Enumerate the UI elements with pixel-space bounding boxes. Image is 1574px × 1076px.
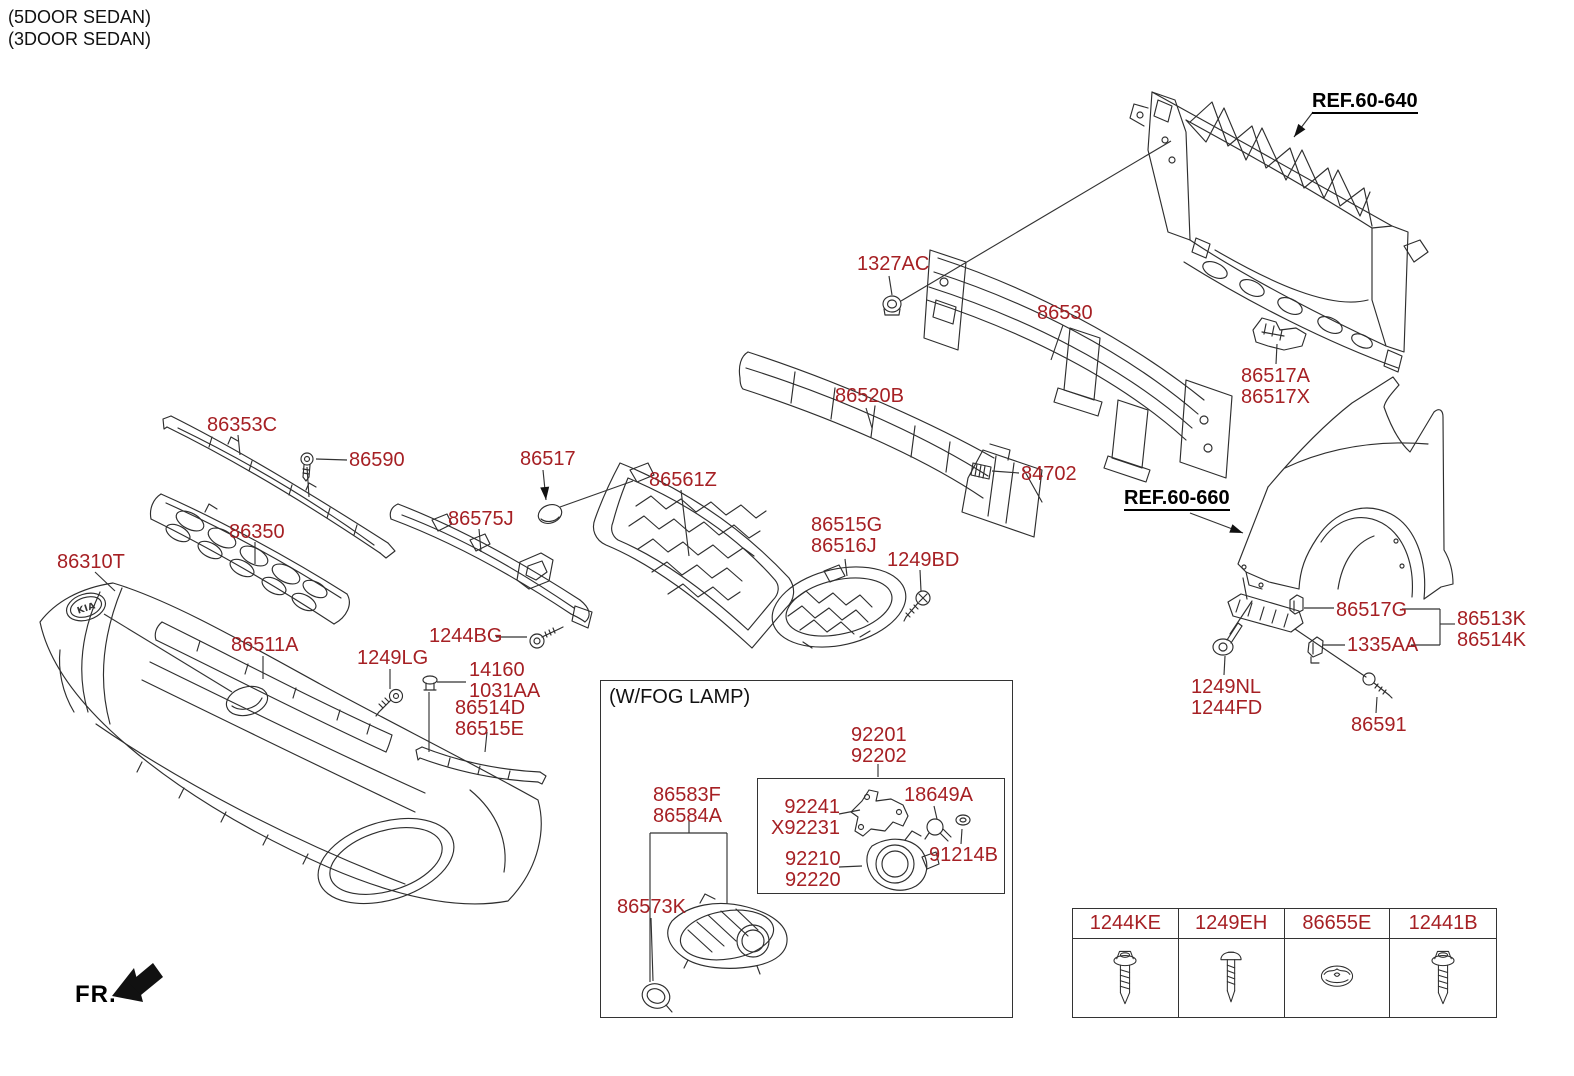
clip-84702-drawing xyxy=(970,462,992,480)
variant-note: (5DOOR SEDAN) (3DOOR SEDAN) xyxy=(8,6,151,50)
bracket-86513k-drawing xyxy=(1227,577,1367,678)
lower-grille-86561z-drawing xyxy=(592,462,795,649)
strip-86514d-drawing xyxy=(415,746,547,785)
pan-head-screw-icon xyxy=(1209,946,1253,1010)
fog-lamp-92210-drawing xyxy=(866,830,940,891)
fastener-header-1244ke: 1244KE xyxy=(1073,909,1179,939)
bracket-86575j-drawing xyxy=(389,503,593,629)
fastener-cell-1249eh xyxy=(1179,939,1285,1017)
leader-86520b xyxy=(865,407,873,429)
leader-86310t xyxy=(94,571,116,592)
nut-91214b-drawing xyxy=(955,814,971,826)
leader-arrowhead xyxy=(1229,524,1243,533)
fastener-cell-12441b xyxy=(1390,939,1496,1017)
leader-86517 xyxy=(559,480,634,508)
paint-cap-86517-drawing xyxy=(537,504,563,524)
leader-92210 xyxy=(838,865,863,868)
spring-clip-icon xyxy=(1315,946,1359,1010)
ring-cap-drawing xyxy=(641,983,673,1013)
hex-flange-screw-icon xyxy=(1421,946,1465,1010)
fog-lamp-option-title: (W/FOG LAMP) xyxy=(609,686,751,708)
fog-bracket-92241-drawing xyxy=(850,789,909,837)
bumper-beam-86530-drawing xyxy=(923,249,1233,483)
radiator-support-drawing xyxy=(1129,91,1429,373)
leader-86561z xyxy=(680,489,690,557)
fender-drawing xyxy=(1237,376,1454,600)
bulb-18649a-drawing xyxy=(924,818,952,842)
leader-86530 xyxy=(1050,324,1064,361)
leader-1327ac xyxy=(888,275,893,296)
fr-arrow-icon xyxy=(112,963,163,1002)
leader-86573k xyxy=(650,917,654,982)
leader-86514d xyxy=(484,731,488,753)
leader-91214b xyxy=(960,828,963,845)
leader-1327ac xyxy=(900,140,1172,302)
leader-86310t xyxy=(103,613,233,693)
cowl-strip-86353c-drawing xyxy=(162,415,396,559)
fastener-header-86655e: 86655E xyxy=(1284,909,1391,939)
leader-1249bd xyxy=(919,569,922,592)
variant-5door: (5DOOR SEDAN) xyxy=(8,7,152,27)
leader-86590 xyxy=(306,466,310,498)
clip-86517g-drawing xyxy=(1289,594,1304,615)
leader-86591 xyxy=(1375,696,1378,714)
leader-86517a xyxy=(1275,343,1278,365)
fog-bezel-86573k-drawing xyxy=(667,893,788,975)
kia-emblem-86310t-drawing: KIA xyxy=(65,592,107,622)
screw-1249bd-drawing xyxy=(903,590,931,622)
leader-86590 xyxy=(315,458,348,461)
fastener-header-1249eh: 1249EH xyxy=(1178,909,1285,939)
leader-84702 xyxy=(991,470,1020,474)
bolt-1249nl-drawing xyxy=(1212,622,1243,656)
bumper-cover-drawing xyxy=(39,582,542,905)
bracket-86517a-drawing xyxy=(1252,317,1307,351)
leader-18649a xyxy=(933,805,938,820)
fastener-cell-1244ke xyxy=(1073,939,1179,1017)
fastener-header-12441b: 12441B xyxy=(1390,909,1496,939)
leader-86575j xyxy=(478,528,482,553)
screw-86591-drawing xyxy=(1362,672,1393,699)
pin-14160-drawing xyxy=(422,675,438,691)
leader-arrowhead xyxy=(540,486,550,500)
clip-1335aa-drawing xyxy=(1307,636,1324,664)
fastener-cell-86655e xyxy=(1285,939,1391,1017)
absorber-86520b-drawing xyxy=(738,351,1043,538)
hex-flange-screw-icon xyxy=(1103,946,1147,1010)
fog-lamp-assembly-box xyxy=(757,778,1005,894)
fog-lamp-option-box: (W/FOG LAMP) xyxy=(600,680,1013,1018)
fr-direction-label: FR. xyxy=(75,981,117,1008)
leader-92241 xyxy=(838,809,861,815)
leader-86353c xyxy=(237,434,241,456)
fog-cover-86515g-drawing xyxy=(771,564,907,649)
variant-3door: (3DOOR SEDAN) xyxy=(8,29,152,49)
leader-lines xyxy=(94,111,1455,982)
leader-1249nl xyxy=(1223,655,1226,676)
screw-1249lg-drawing xyxy=(375,688,404,717)
nut-1327ac-drawing xyxy=(882,295,902,316)
leader-arrowhead xyxy=(1294,123,1306,137)
leader-86515g xyxy=(844,558,848,577)
screw-1244bg-drawing xyxy=(529,626,564,649)
